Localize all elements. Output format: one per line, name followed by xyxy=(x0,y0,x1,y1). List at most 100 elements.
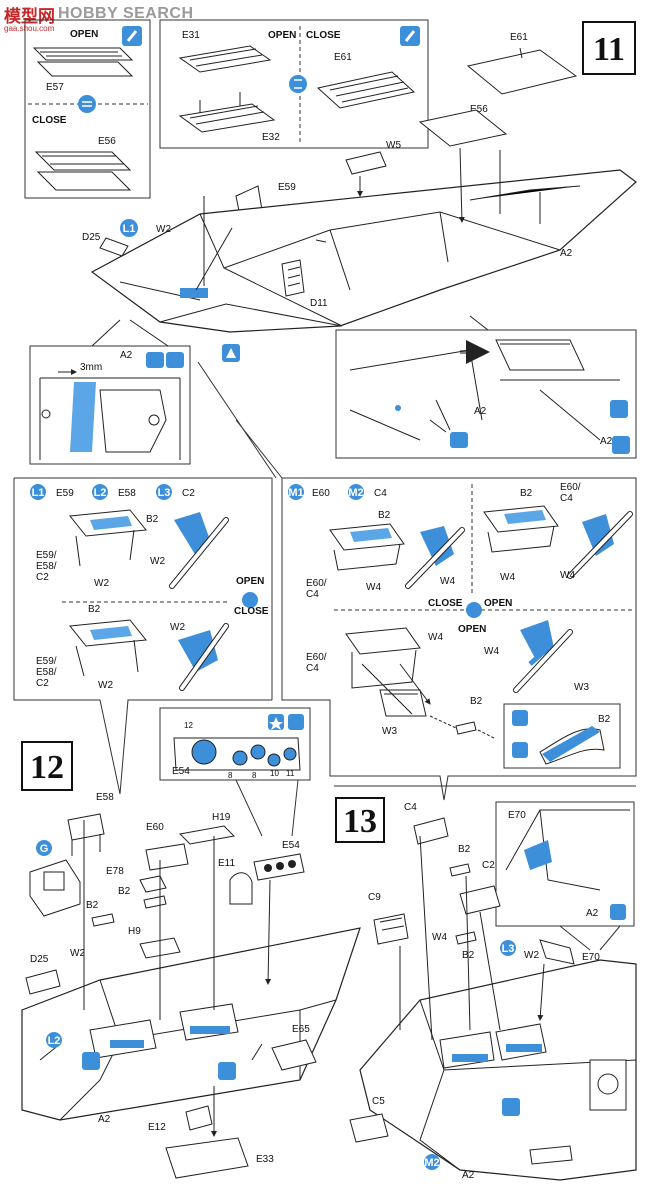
tag-l1-sub xyxy=(30,484,46,500)
paint-brush-icon-7 xyxy=(610,904,626,920)
label-open-l: OPEN xyxy=(236,576,264,587)
label-w2-sub2: W2 xyxy=(150,556,165,567)
inset-dials: 12 8 8 10 11 E54 xyxy=(159,707,311,781)
dial-label-5: 11 xyxy=(286,769,295,778)
tag-m2-sub xyxy=(348,484,364,500)
step-12-box xyxy=(21,741,73,791)
cement-icon-4 xyxy=(218,1062,236,1080)
step-13-number: 13 xyxy=(343,803,377,840)
svg-text:L1: L1 xyxy=(32,487,45,499)
label-e61-inset: E61 xyxy=(334,52,352,63)
label-e59-sub: E59 xyxy=(56,488,74,499)
label-e12: E12 xyxy=(148,1122,166,1133)
label-b2-sub2: B2 xyxy=(88,604,101,615)
label-e78: E78 xyxy=(106,866,124,877)
paint-brush-icon-4 xyxy=(612,436,630,454)
tag-l2-sub xyxy=(92,484,108,500)
label-3mm: 3mm xyxy=(80,362,102,373)
label-e60c4-b: E60/C4 xyxy=(560,482,581,504)
label-w4-m3: W4 xyxy=(500,572,515,583)
blue-panel-3mm xyxy=(70,382,96,452)
label-w2-sub4: W2 xyxy=(170,622,185,633)
blue-highlight-13a xyxy=(452,1054,488,1062)
dial-5 xyxy=(283,747,297,761)
label-e11: E11 xyxy=(218,858,235,869)
label-e60c4-c: E60/C4 xyxy=(306,652,327,674)
label-e54-12: E54 xyxy=(282,840,300,851)
watermark-brand-en: HOBBY SEARCH xyxy=(58,5,194,22)
label-w4-m5: W4 xyxy=(428,632,443,643)
paint-brush-icon-6 xyxy=(288,714,304,730)
label-w4-m4: W4 xyxy=(560,570,575,581)
label-c4-sub: C4 xyxy=(374,488,387,499)
label-a2-right2: A2 xyxy=(600,436,613,447)
svg-text:L1: L1 xyxy=(123,223,136,235)
label-close-l: CLOSE xyxy=(234,606,269,617)
svg-text:G: G xyxy=(40,843,49,855)
blue-highlight-12b xyxy=(190,1026,230,1034)
cement-icon-5 xyxy=(502,1098,520,1116)
dial-4 xyxy=(267,753,281,767)
label-open-2: OPEN xyxy=(268,30,296,41)
flip-arrows-icon-4 xyxy=(466,602,482,618)
step-13: 13 E70 A2 C4 B2 C2 C9 B2 W4 xyxy=(334,785,637,1181)
tag-l2-12 xyxy=(46,1032,62,1048)
svg-text:M2: M2 xyxy=(348,487,363,499)
dial-3 xyxy=(250,744,266,760)
blue-highlight-13b xyxy=(506,1044,542,1052)
label-open-m2: OPEN xyxy=(458,624,486,635)
label-c9: C9 xyxy=(368,892,381,903)
label-open: OPEN xyxy=(70,29,98,40)
label-e33: E33 xyxy=(256,1154,274,1165)
label-b2-m2: B2 xyxy=(520,488,533,499)
label-w4-m6: W4 xyxy=(484,646,499,657)
label-w2-sub3: W2 xyxy=(98,680,113,691)
label-d25-12: D25 xyxy=(30,954,49,965)
label-e59e58c2-a: E59/E58/C2 xyxy=(36,550,57,583)
svg-text:L2: L2 xyxy=(94,487,107,499)
label-e31: E31 xyxy=(182,30,200,41)
label-e58-12: E58 xyxy=(96,792,114,803)
dial-label-4: 10 xyxy=(270,769,279,778)
watermark-brand-cn: 模型网 xyxy=(4,6,55,27)
decal-icon xyxy=(146,352,164,368)
label-a2-12: A2 xyxy=(98,1114,111,1125)
label-e61: E61 xyxy=(510,32,528,43)
cement-icon-3 xyxy=(82,1052,100,1070)
label-e57: E57 xyxy=(46,82,64,93)
svg-text:L3: L3 xyxy=(158,487,171,499)
dial-label-2: 8 xyxy=(228,771,233,780)
label-c5: C5 xyxy=(372,1096,385,1107)
callout-3mm: A2 3mm xyxy=(29,319,191,465)
svg-text:M2: M2 xyxy=(424,1157,439,1169)
label-d11: D11 xyxy=(310,298,328,309)
label-h9: H9 xyxy=(128,926,141,937)
tag-l3-sub xyxy=(156,484,172,500)
dial-1 xyxy=(191,739,217,765)
hull-step-13 xyxy=(359,835,637,1181)
flip-arrows-icon-2 xyxy=(289,75,307,93)
hull-step-11 xyxy=(90,147,637,333)
paint-brush-icon-5 xyxy=(512,710,528,726)
step-12-number: 12 xyxy=(30,749,64,786)
dial-2 xyxy=(232,750,248,766)
step-11: 11 OPEN E57 CLOSE E56 xyxy=(24,19,637,465)
label-a2-callout: A2 xyxy=(120,350,133,361)
decal-icon-3 xyxy=(512,742,528,758)
svg-text:M1: M1 xyxy=(288,487,303,499)
label-a2-right1: A2 xyxy=(474,406,487,417)
label-close: CLOSE xyxy=(32,115,67,126)
watermark: 模型网 HOBBY SEARCH xyxy=(4,4,194,27)
label-w2-12: W2 xyxy=(70,948,85,959)
label-w4-m2: W4 xyxy=(440,576,455,587)
hull-step-12 xyxy=(21,820,361,1121)
label-b2-m3: B2 xyxy=(470,696,483,707)
label-b2-m4: B2 xyxy=(598,714,611,725)
label-h19: H19 xyxy=(212,812,231,823)
step-11-number: 11 xyxy=(593,31,625,68)
step-13-box xyxy=(335,797,385,843)
label-e59e58c2-b: E59/E58/C2 xyxy=(36,656,57,689)
tag-g xyxy=(36,840,52,856)
